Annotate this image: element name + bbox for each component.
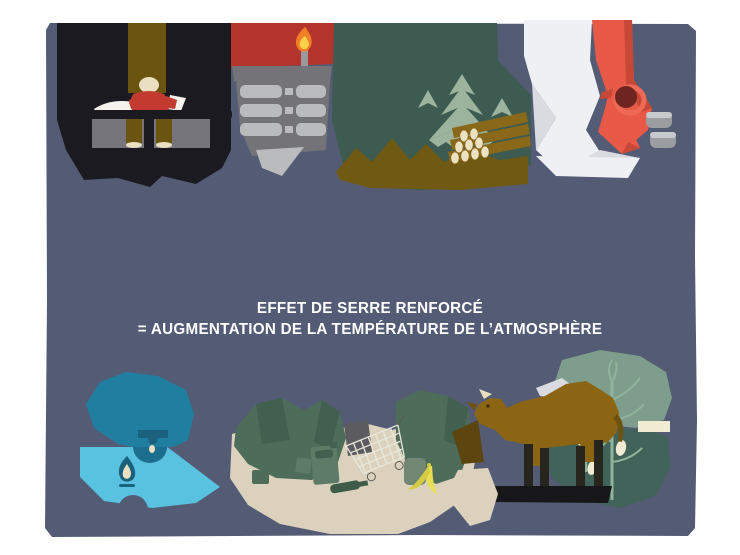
shoe-right: [156, 142, 172, 148]
desk-top: [66, 110, 232, 119]
agriculture-scene: [450, 350, 672, 526]
shopping-cart-icon: [345, 414, 406, 482]
water-heater-scene: [80, 372, 220, 525]
cow-tail: [613, 414, 624, 442]
snow-mountain: [524, 20, 640, 172]
tower-body: [236, 81, 330, 156]
cow-eye: [486, 404, 490, 408]
wheel: [615, 86, 637, 108]
heater-tank: [80, 447, 220, 508]
trash-cube-2: [252, 470, 269, 484]
caption-line-2: = AUGMENTATION DE LA TEMPÉRATURE DE L’AT…: [137, 321, 603, 338]
flame-icon: [295, 27, 312, 52]
vehicle-icon: [598, 84, 647, 154]
tower-band: [232, 66, 332, 81]
cow-ground-shadow: [490, 486, 612, 503]
person-head: [139, 77, 159, 93]
tap-well: [133, 447, 167, 463]
red-sky: [231, 23, 336, 68]
cow-ear: [467, 402, 477, 411]
caption-line-1: EFFET DE SERRE RENFORCÉ: [256, 300, 484, 317]
office-worker-scene: [57, 23, 232, 187]
landfill-scene: [230, 390, 484, 534]
banana-peel-icon: [408, 463, 438, 495]
water-drop: [149, 445, 155, 453]
mountain-road-scene: [524, 20, 676, 178]
tower-taper: [256, 147, 304, 176]
caption: EFFET DE SERRE RENFORCÉ = AUGMENTATION D…: [19, 298, 722, 340]
chair-column: [144, 119, 154, 148]
trash-cube: [295, 457, 312, 474]
person-leg-right: [156, 119, 172, 143]
beige-patch: [450, 468, 498, 526]
gas-flame-icon: [118, 456, 136, 487]
rocks: [646, 112, 676, 148]
cow-horns: [479, 389, 492, 399]
jerry-can-icon: [310, 441, 340, 485]
tower-pipes: [240, 85, 326, 136]
industrial-flare-scene: [231, 23, 336, 176]
person-at-desk: [129, 77, 177, 112]
cream-bar: [638, 421, 670, 432]
deforestation-scene: [332, 23, 531, 190]
person-leg-left: [126, 119, 142, 143]
snow-foreground: [536, 156, 640, 178]
cleared-ground: [336, 138, 528, 190]
cow-body: [474, 381, 619, 466]
tap-icon: [138, 430, 168, 453]
bottle-icon: [330, 480, 369, 494]
shoe-left: [126, 142, 142, 148]
small-pine-right: [491, 98, 513, 117]
flare-pipe: [301, 46, 308, 66]
dirt-patch: [452, 420, 484, 464]
log-pile: [448, 112, 531, 165]
small-pine-left: [418, 90, 438, 108]
